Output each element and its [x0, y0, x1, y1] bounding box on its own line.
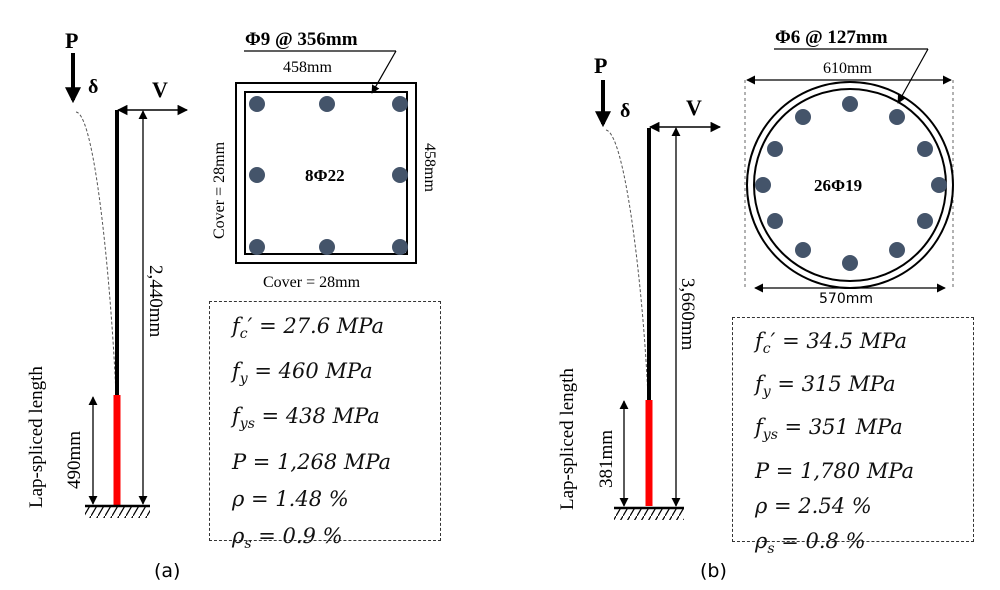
section-outline: [235, 82, 417, 264]
tie-leader: [897, 48, 929, 104]
tie-spec-label: Φ6 @ 127mm: [775, 27, 888, 48]
rebar: [392, 96, 408, 112]
load-p-label: P: [65, 28, 78, 53]
load-v-label: V: [152, 77, 168, 102]
load-p-label: P: [594, 53, 607, 78]
inner-diameter-label: 570mm: [819, 291, 873, 307]
width-right-label: 458mm: [421, 143, 438, 192]
rebar: [931, 177, 947, 193]
base-hatch: [614, 509, 684, 520]
base-hatch: [85, 507, 150, 518]
rebar: [767, 141, 783, 157]
rebar: [767, 213, 783, 229]
rebar: [249, 239, 265, 255]
lap-length-label: 490mm: [64, 431, 85, 489]
lap-splice-label: Lap-spliced length: [557, 368, 578, 510]
rebar: [842, 255, 858, 271]
property-line: P = 1,268 MPa: [232, 449, 392, 474]
rebar: [917, 213, 933, 229]
lap-splice-label: Lap-spliced length: [26, 366, 47, 508]
cover-left-label: Cover = 28mm: [211, 141, 228, 239]
property-line: ρs = 0.9 %: [232, 523, 343, 552]
deflected-shape: [75, 111, 117, 396]
property-line: ρs = 0.8 %: [755, 528, 866, 557]
rebar: [842, 96, 858, 112]
rebar: [755, 177, 771, 193]
rebar: [319, 96, 335, 112]
delta-label: δ: [88, 76, 98, 98]
panel-a-square-section: Φ9 @ 356mm 458mm 8Φ22 Cover = 28mm 458mm…: [211, 29, 438, 291]
property-line: fy = 315 MPa: [755, 372, 896, 401]
property-line: ρ = 2.54 %: [755, 493, 872, 518]
rebar: [392, 167, 408, 183]
rebar: [249, 96, 265, 112]
rebar: [917, 141, 933, 157]
height-label: 3,660mm: [677, 278, 698, 351]
height-label: 2,440mm: [145, 265, 166, 338]
width-top-label: 458mm: [283, 59, 332, 76]
rebar: [249, 167, 265, 183]
bars-label: 26Φ19: [814, 176, 862, 195]
panel-b-column-elevation: P δ V 3,660mm 381mm Lap-spliced length: [557, 53, 722, 520]
property-line: fys = 351 MPa: [755, 415, 903, 444]
property-line: P = 1,780 MPa: [755, 458, 915, 483]
tie-spec-label: Φ9 @ 356mm: [245, 29, 358, 50]
load-v-label: V: [686, 95, 702, 120]
delta-label: δ: [620, 100, 630, 122]
lap-length-label: 381mm: [596, 430, 617, 488]
caption-b: (b): [700, 560, 727, 582]
panel-a-column-elevation: P δ V 2,440mm 490mm Lap-spliced length: [26, 28, 189, 518]
tie-leader: [371, 50, 397, 94]
property-line: ρ = 1.48 %: [232, 486, 349, 511]
rebar: [795, 109, 811, 125]
deflected-shape: [605, 129, 649, 399]
rebar: [319, 239, 335, 255]
rebar: [392, 239, 408, 255]
rebar: [889, 242, 905, 258]
rebar: [889, 109, 905, 125]
property-line: fc′ = 34.5 MPa: [755, 329, 907, 358]
property-line: fys = 438 MPa: [232, 404, 380, 433]
cover-bottom-label: Cover = 28mm: [263, 274, 361, 291]
bars-label: 8Φ22: [305, 166, 345, 185]
rebar: [795, 242, 811, 258]
property-line: fc′ = 27.6 MPa: [232, 314, 384, 343]
panel-b-circular-section: Φ6 @ 127mm 610mm 26Φ19 570mm: [744, 27, 954, 307]
caption-a: (a): [154, 560, 180, 582]
property-line: fy = 460 MPa: [232, 359, 373, 388]
outer-diameter-label: 610mm: [823, 60, 872, 77]
